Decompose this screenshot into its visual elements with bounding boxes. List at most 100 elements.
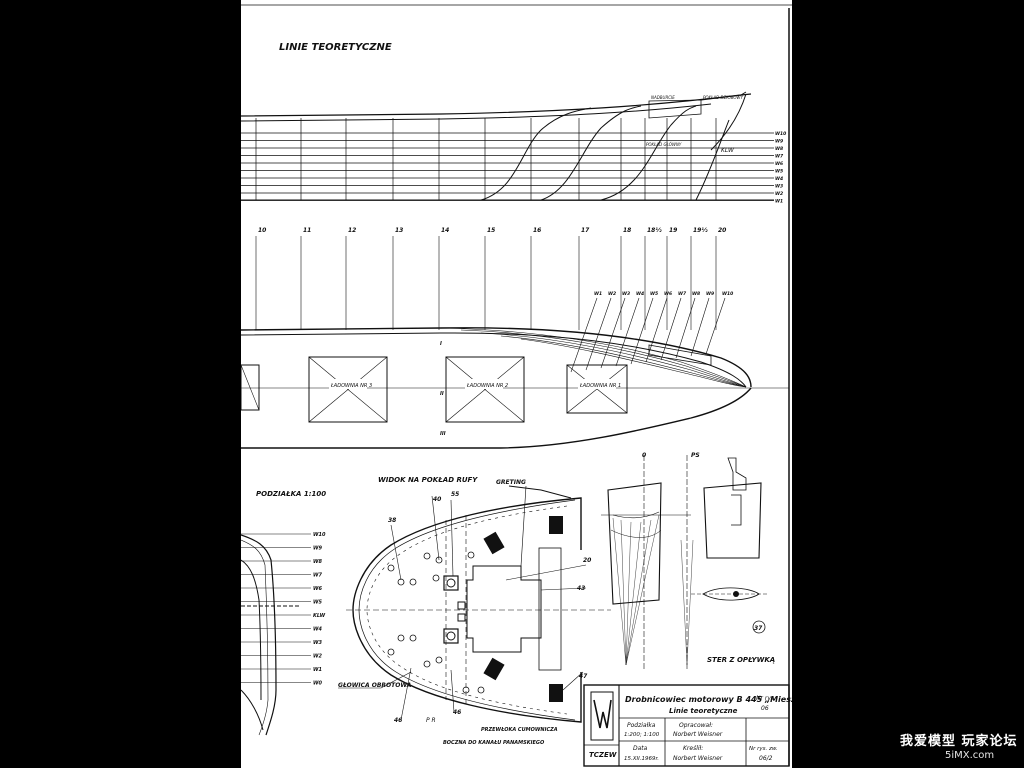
title-block: TCZEW Drobnicowiec motorowy B 445 „Miesz…: [583, 684, 792, 767]
station-label-6: 16: [533, 227, 541, 234]
station-label-1: 11: [303, 227, 311, 234]
profile-wl-label-5: W5: [775, 169, 783, 175]
hb-wl-label-8: W9: [706, 291, 714, 297]
station-label-3: 13: [395, 227, 403, 234]
station-label-5: 15: [487, 227, 495, 234]
bp-wl-label-0: W10: [313, 532, 326, 538]
forecastle-deck-label: POKŁAD DZIOBOWY: [703, 95, 744, 100]
hb-wl-label-6: W7: [678, 291, 687, 297]
profile-wl-label-0: W10: [775, 131, 786, 137]
buttock-label-1: II: [440, 391, 444, 397]
stern-deck-title: WIDOK NA POKŁAD RUFY: [378, 476, 478, 484]
hb-leader-5: [645, 297, 668, 363]
hb-wl-label-5: W6: [664, 291, 672, 297]
body-plan-view: PODZIAŁKA 1:100 W10W9W8W7W6W5KLWW4W3W2W1…: [241, 490, 326, 736]
logo-text: TCZEW: [589, 751, 617, 759]
hatch-2: ŁADOWNIA NR 2: [445, 356, 525, 423]
bp-wl-label-3: W7: [313, 573, 323, 579]
bp-wl-label-10: W1: [313, 667, 322, 673]
hb-leader-8: [690, 297, 710, 357]
hb-leader-0: [570, 297, 598, 373]
hb-leader-1: [585, 297, 612, 371]
hb-leader-4: [630, 297, 654, 365]
station-label-11: 19½: [693, 227, 708, 234]
hb-leader-9: [705, 297, 726, 355]
buttock-label-0: I: [440, 341, 442, 347]
bp-wl-label-4: W6: [313, 586, 323, 592]
watermark-url: 5iMX.com: [945, 750, 995, 761]
callout-20: 20: [583, 557, 591, 564]
hb-leader-7: [675, 297, 696, 359]
profile-wl-label-4: W6: [775, 161, 783, 167]
profile-wl-label-7: W3: [775, 184, 783, 190]
profile-wl-label-9: W1: [775, 199, 783, 205]
title-subtitle: Linie teoretyczne: [669, 707, 738, 715]
set-no-label: Nr rys. zw.: [749, 746, 778, 752]
designed-by: Norbert Weisner: [673, 731, 723, 738]
hatch-3-label: ŁADOWNIA NR 3: [330, 383, 372, 389]
drawing-no-label: Nr rys.: [756, 695, 776, 702]
hb-wl-label-7: W8: [692, 291, 700, 297]
title-description: Drobnicowiec motorowy B 445 „Mieszko I”: [625, 695, 792, 704]
hatch-3: ŁADOWNIA NR 3: [308, 356, 388, 423]
callout-38: 38: [388, 517, 396, 524]
callout-55: 55: [451, 491, 459, 498]
hb-wl-label-1: W2: [608, 291, 616, 297]
hb-wl-label-9: W10: [722, 291, 733, 297]
scale-value: 1:200; 1:100: [624, 732, 660, 738]
bp-wl-label-9: W2: [313, 654, 323, 660]
date-value: 15.XII.1969r.: [624, 756, 659, 762]
profile-wl-label-6: W4: [775, 176, 783, 182]
station-label-9: 18½: [647, 227, 662, 234]
fairlead-label-2: BOCZNA DO KANAŁU PANAMSKIEGO: [443, 740, 545, 746]
callout-46a: 46: [394, 717, 402, 724]
station-label-12: 20: [718, 227, 726, 234]
hb-leader-6: [660, 297, 682, 361]
rudder-title: STER Z OPŁYWKĄ: [707, 656, 775, 664]
profile-wl-label-1: W9: [775, 139, 783, 145]
drawing-no: 06: [761, 705, 769, 712]
scale-label-block: Podziałka: [627, 722, 656, 729]
stern-deck-view: WIDOK NA POKŁAD RUFY: [338, 476, 611, 746]
bp-wl-label-2: W8: [313, 559, 323, 565]
callout-46b: 46: [453, 709, 461, 716]
station-label-4: 14: [441, 227, 449, 234]
bp-wl-label-11: W0: [313, 681, 323, 687]
hatch-1-label: ŁADOWNIA NR 1: [579, 383, 621, 389]
hb-leader-2: [600, 297, 626, 369]
callout-37: 37: [754, 625, 763, 632]
callout-pr: P R: [426, 717, 436, 724]
rudder-zero-label: 0: [642, 452, 646, 459]
hb-wl-label-4: W5: [650, 291, 658, 297]
station-label-8: 18: [623, 227, 631, 234]
shipyard-logo: TCZEW: [589, 691, 617, 759]
drawing-sheet: LINIE TEORETYCZNE KLW NADBURCIE POKŁAD D…: [241, 0, 792, 768]
rudder-view: 37 0 PS STER Z OPŁYWKĄ: [601, 452, 775, 670]
bp-wl-label-7: W4: [313, 627, 323, 633]
callout-40: 40: [433, 496, 441, 503]
station-label-7: 17: [581, 227, 590, 234]
callout-43: 43: [577, 585, 585, 592]
buttock-label-2: III: [440, 431, 446, 437]
station-label-10: 19: [669, 227, 677, 234]
greting-label: GRETING: [496, 479, 526, 486]
hb-leader-3: [615, 297, 640, 367]
fairlead-label-1: PRZEWŁOKA CUMOWNICZA: [481, 727, 558, 733]
station-label-2: 12: [348, 227, 356, 234]
main-deck-label: POKŁAD GŁÓWNY: [646, 142, 682, 147]
bp-wl-label-1: W9: [313, 546, 323, 552]
bollard-label: GŁOWICA OBROTOWA: [338, 682, 412, 689]
drawn-label: Kreślił:: [683, 745, 703, 752]
half-breadth-view: ŁADOWNIA NR 3 ŁADOWNIA NR 2 ŁADOWNIA NR …: [241, 236, 789, 449]
hb-wl-label-3: W4: [636, 291, 644, 297]
set-no: 06/2: [759, 755, 773, 762]
profile-wl-label-2: W8: [775, 146, 783, 152]
hb-wl-label-0: W1: [594, 291, 602, 297]
sheet-title: LINIE TEORETYCZNE: [279, 42, 392, 53]
station-label-0: 10: [258, 227, 266, 234]
hatch-2-label: ŁADOWNIA NR 2: [466, 383, 508, 389]
drawn-by: Norbert Weisner: [673, 755, 723, 762]
watermark-site-name: 我爱模型 玩家论坛: [900, 734, 1018, 749]
hatch-1: ŁADOWNIA NR 1: [566, 364, 628, 414]
lines-plan-drawing: LINIE TEORETYCZNE KLW NADBURCIE POKŁAD D…: [241, 4, 792, 767]
